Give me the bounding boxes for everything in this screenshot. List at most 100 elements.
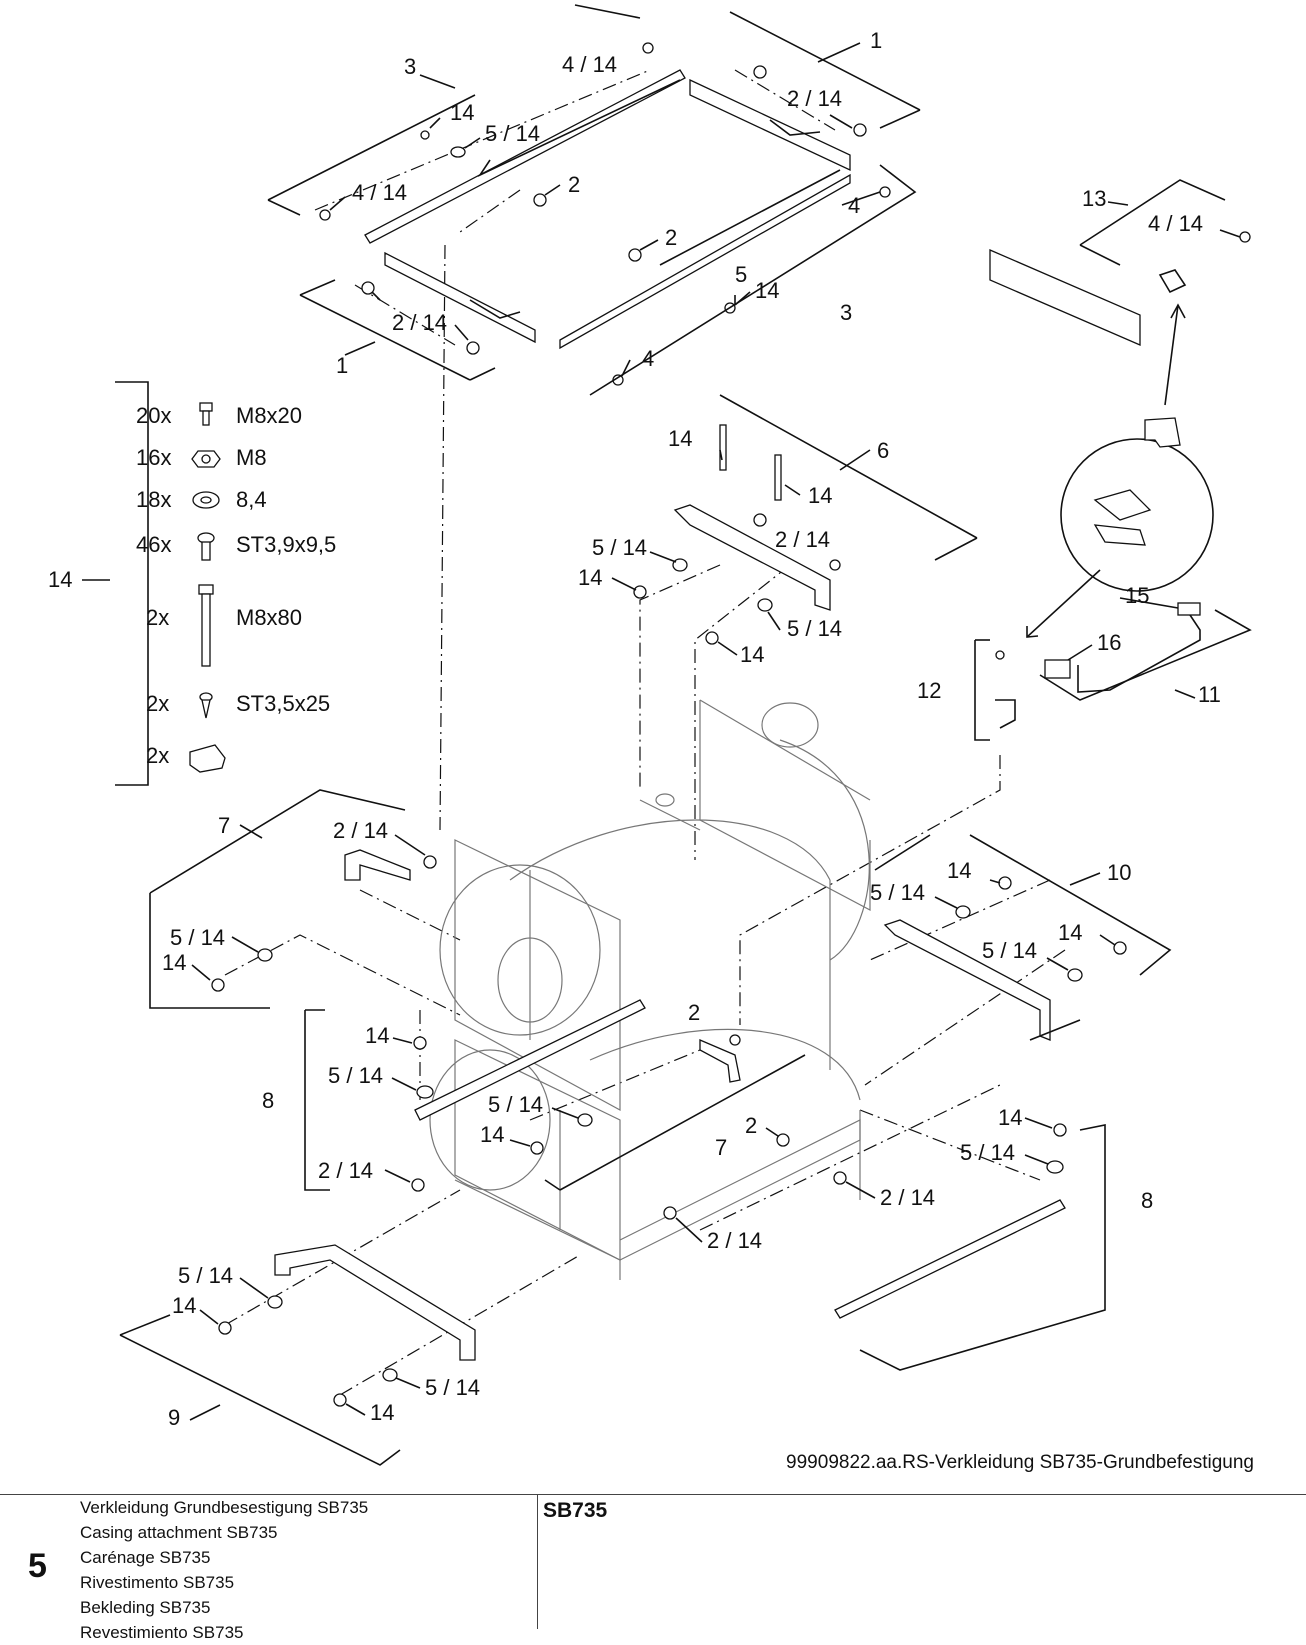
part-label: 9 xyxy=(168,1405,180,1430)
detail-inset xyxy=(1026,303,1214,638)
legend-spec: M8 xyxy=(236,445,267,470)
callout: 14 xyxy=(365,1023,389,1048)
section-number: 5 xyxy=(28,1547,47,1585)
callout: 2 / 14 xyxy=(318,1158,373,1183)
part-label: 13 xyxy=(1082,186,1106,211)
callout: 2 / 14 xyxy=(880,1185,935,1210)
part-label: 11 xyxy=(1198,682,1221,707)
callout: 5 / 14 xyxy=(485,121,540,146)
callout: 14 xyxy=(740,642,764,667)
part-label: 8 xyxy=(1141,1188,1153,1213)
callout: 5 / 14 xyxy=(488,1092,543,1117)
callout: 14 xyxy=(947,858,971,883)
callout: 2 xyxy=(745,1113,757,1138)
sensor-assembly xyxy=(995,602,1201,729)
boiler-body xyxy=(429,699,871,1280)
top-frame xyxy=(364,69,851,350)
part-label: 16 xyxy=(1097,630,1121,655)
callout: 14 xyxy=(755,278,779,303)
part-label: 2 xyxy=(568,172,580,197)
part-label: 10 xyxy=(1107,860,1131,885)
drawing-reference: 99909822.aa.RS-Verkleidung SB735-Grundbe… xyxy=(786,1452,1254,1473)
callout: 5 / 14 xyxy=(982,938,1037,963)
legend-qty: 18x xyxy=(136,487,171,512)
callout: 14 xyxy=(808,483,832,508)
title-line: Casing attachment SB735 xyxy=(80,1523,278,1542)
legend-qty: 16x xyxy=(136,445,171,470)
title-block: 5 Verkleidung Grundbesestigung SB735 Cas… xyxy=(0,1494,1306,1642)
exploded-parts-diagram: 1 1 2 2 2 3 3 4 4 5 6 7 7 8 8 9 10 11 12… xyxy=(48,4,1252,1466)
legend-spec: M8x80 xyxy=(236,605,302,630)
model-code: SB735 xyxy=(543,1499,608,1522)
callout: 2 / 14 xyxy=(787,86,842,111)
callout: 5 / 14 xyxy=(178,1263,233,1288)
callout: 2 / 14 xyxy=(392,310,447,335)
part-labels: 1 1 2 2 2 3 3 4 4 5 6 7 7 8 8 9 10 11 12… xyxy=(48,28,1221,1430)
legend-qty: 2x xyxy=(146,691,169,716)
tapping-screw-icon xyxy=(199,692,213,719)
group-brackets xyxy=(115,4,1252,1466)
callout: 5 / 14 xyxy=(328,1063,383,1088)
title-line: Bekleding SB735 xyxy=(80,1598,211,1617)
centerlines xyxy=(224,69,1066,1396)
part-label: 14 xyxy=(48,567,72,592)
part-label: 2 xyxy=(688,1000,700,1025)
title-line: Revestimiento SB735 xyxy=(80,1623,244,1642)
callout: 5 / 14 xyxy=(592,535,647,560)
callout: 14 xyxy=(172,1293,196,1318)
callout: 2 / 14 xyxy=(333,818,388,843)
long-bolt-icon xyxy=(198,584,214,667)
part-label: 15 xyxy=(1125,583,1149,608)
callout: 5 / 14 xyxy=(960,1140,1015,1165)
legend-qty: 2x xyxy=(146,743,169,768)
clip-icon xyxy=(189,744,226,773)
part-label: 3 xyxy=(404,54,416,79)
legend-qty: 20x xyxy=(136,403,171,428)
legend-qty: 46x xyxy=(136,532,171,557)
callout: 5 / 14 xyxy=(425,1375,480,1400)
nut-icon xyxy=(191,450,221,468)
callout: 4 / 14 xyxy=(1148,211,1203,236)
part-label: 4 xyxy=(642,346,654,371)
part-label: 8 xyxy=(262,1088,274,1113)
callout: 2 / 14 xyxy=(707,1228,762,1253)
callout: 14 xyxy=(1058,920,1082,945)
callout: 4 / 14 xyxy=(562,52,617,77)
bolt-icon xyxy=(199,402,213,426)
title-line: Verkleidung Grundbesestigung SB735 xyxy=(80,1498,369,1517)
fasteners xyxy=(211,42,1251,1407)
part-label: 12 xyxy=(917,678,941,703)
part-label: 1 xyxy=(336,353,348,378)
callout: 5 / 14 xyxy=(870,880,925,905)
legend-spec: ST3,5x25 xyxy=(236,691,330,716)
callout: 2 / 14 xyxy=(775,527,830,552)
title-lines: Verkleidung Grundbesestigung SB735 Casin… xyxy=(80,1495,530,1645)
callout: 14 xyxy=(578,565,602,590)
title-line: Rivestimento SB735 xyxy=(80,1573,235,1592)
legend-qty: 2x xyxy=(146,605,169,630)
screw-icon xyxy=(197,532,215,561)
washer-icon xyxy=(192,491,220,509)
callout: 14 xyxy=(668,426,692,451)
part-label: 5 xyxy=(735,262,747,287)
callout: 14 xyxy=(998,1105,1022,1130)
callout: 14 xyxy=(480,1122,504,1147)
legend-spec: M8x20 xyxy=(236,403,302,428)
part-label: 3 xyxy=(840,300,852,325)
part-label: 2 xyxy=(665,225,677,250)
mounting-brackets xyxy=(274,249,1187,1361)
callout: 5 / 14 xyxy=(170,925,225,950)
part-label: 7 xyxy=(218,813,230,838)
callout: 14 xyxy=(450,100,474,125)
callout: 14 xyxy=(162,950,186,975)
part-label: 4 xyxy=(848,193,860,218)
callout: 5 / 14 xyxy=(787,616,842,641)
hardware-legend: 20x M8x20 16x M8 18x 8,4 46x ST3,9x9,5 2… xyxy=(136,402,336,773)
divider xyxy=(537,1495,538,1629)
callout: 4 / 14 xyxy=(352,180,407,205)
fastener-callouts: 4 / 14 2 / 14 14 5 / 14 4 / 14 2 / 14 14… xyxy=(162,52,1203,1425)
part-label: 1 xyxy=(870,28,882,53)
legend-spec: ST3,9x9,5 xyxy=(236,532,336,557)
title-line: Carénage SB735 xyxy=(80,1548,211,1567)
callout: 14 xyxy=(370,1400,394,1425)
